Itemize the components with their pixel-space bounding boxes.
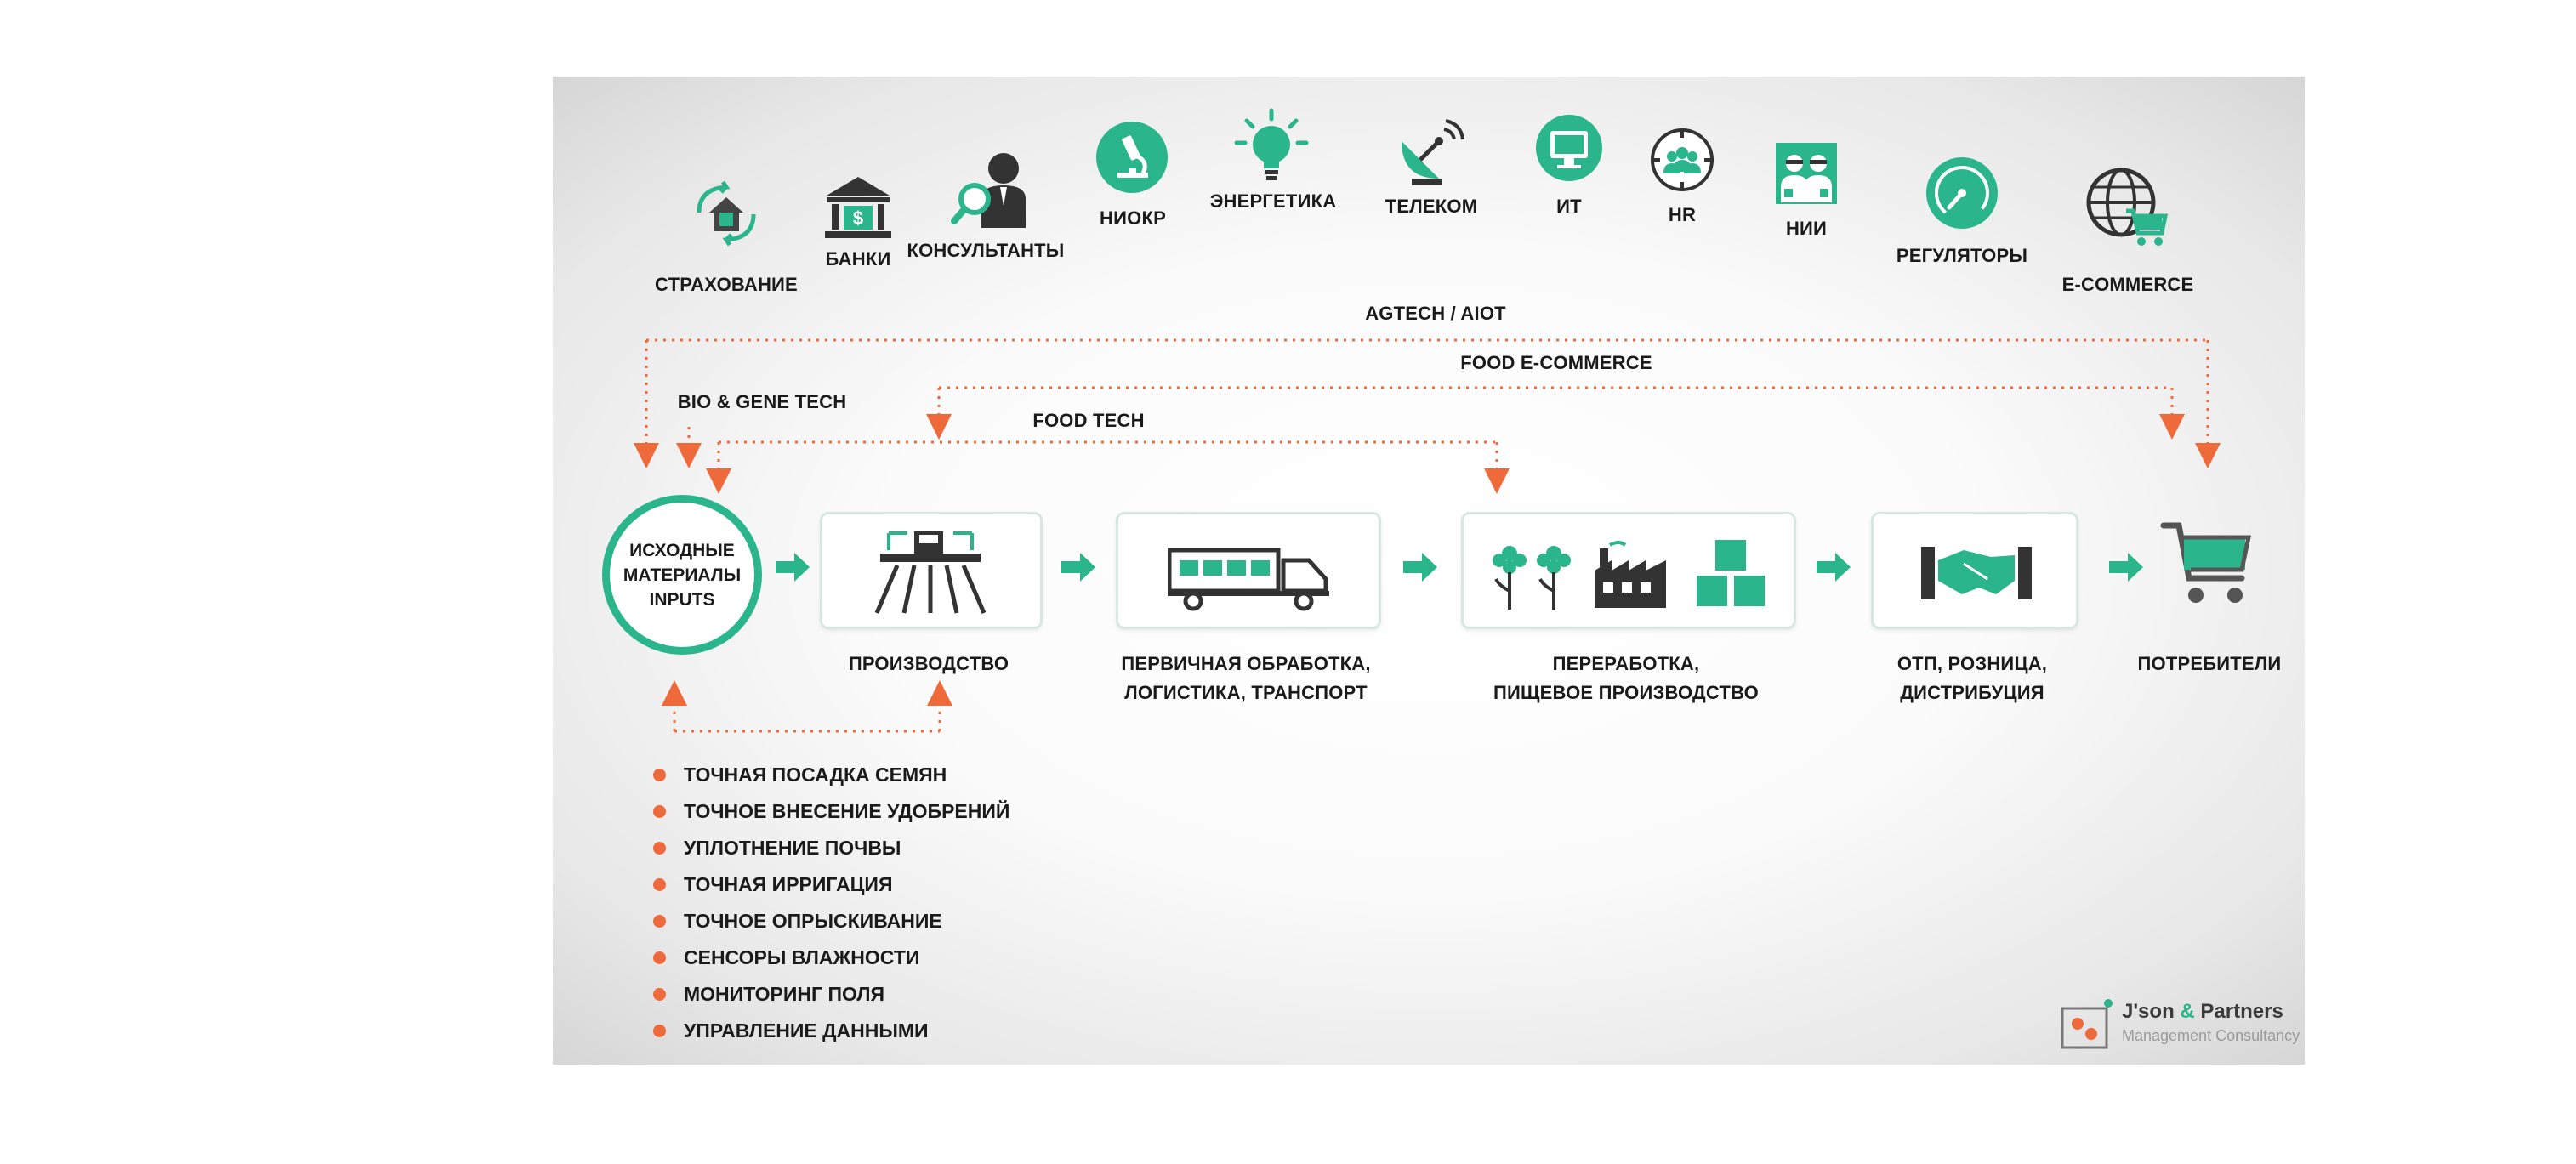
stage-label-logistics-2: логистика, транспорт [1124,682,1368,703]
logo-title: J'son & Partners [2122,1000,2283,1023]
list-item: Уплотнение почвы [653,830,1009,866]
industry-label-banks: Банки [825,248,891,270]
link-label-food-ecommerce: FOOD E-COMMERCE [1460,352,1652,373]
svg-text:$: $ [853,207,863,229]
connector-lines [634,338,2221,733]
list-item: Точная посадка семян [653,757,1009,793]
handshake-icon [1921,547,2032,599]
stage-label-logistics-1: Первичная обработка, [1121,653,1371,674]
shopping-cart-icon [2160,522,2252,603]
bank-icon: $ [822,172,895,249]
factory-icon [1595,541,1666,608]
industry-label-rnd: НИОКР [1100,207,1166,229]
logo-subtitle: Management Consultancy [2122,1027,2300,1044]
computer-icon [1535,114,1603,186]
stage-label-consumers: Потребители [2137,653,2282,674]
stage-logistics-box [1116,512,1381,629]
industry-label-institutes: НИИ [1785,218,1828,239]
stage-inputs-circle: Исходные материалы inputs [602,495,762,655]
people-icon [1650,128,1714,196]
industry-label-consultants: Консультанты [907,240,1065,261]
industry-label-ecommerce: E-commerce [2061,274,2194,295]
stage-label-retail-1: ОТП, розница, [1896,653,2048,674]
list-item: Сенсоры влажности [653,940,1009,976]
list-item: Мониторинг поля [653,976,1009,1013]
stage-label-production: Производство [848,653,1009,674]
satellite-dish-icon [1393,116,1464,191]
scientists-icon [1774,141,1839,210]
link-label-bio-gene: BIO & GENE TECH [677,391,847,412]
inputs-line-2: материалы [623,565,742,585]
stage-label-retail-2: дистрибуция [1900,682,2044,703]
microscope-icon [1095,121,1169,198]
link-label-food-tech: FOOD TECH [1032,410,1145,431]
flow-arrow-4 [1817,553,1851,582]
inputs-line-3: inputs [649,589,715,610]
list-item: Точная ирригация [653,866,1009,903]
industry-label-it: ИТ [1556,196,1582,217]
list-item: Точное внесение удобрений [653,793,1009,830]
flow-arrow-1 [776,553,810,582]
lightbulb-icon [1233,107,1310,188]
industry-label-hr: HR [1668,204,1697,225]
consultant-icon [951,146,1036,236]
industry-label-insurance: Страхование [655,274,798,295]
industry-label-regulators: Регуляторы [1896,245,2028,266]
gauge-icon [1924,155,2000,236]
boxes-icon [1697,540,1765,606]
insurance-icon [692,179,760,251]
link-label-agtech: AGTECH / AIOT [1365,303,1506,324]
flow-arrow-5 [2109,553,2143,582]
plants-icon [1493,546,1571,610]
stage-processing-box [1461,512,1796,629]
tractor-field-icon [874,531,987,614]
globe-cart-icon [2084,165,2169,254]
stage-production-box [820,512,1043,629]
logo-mark-icon [2061,999,2113,1049]
stage-label-processing-1: Переработка, [1552,653,1700,674]
stage-label-processing-2: пищевое производство [1493,682,1759,703]
truck-icon [1168,548,1329,611]
list-item: Управление данными [653,1013,1009,1049]
precision-ag-list: Точная посадка семян Точное внесение удо… [653,757,1009,1049]
company-logo: J'son & Partners Management Consultancy [2054,995,2300,1054]
diagram-panel: Страхование $ Банки Консультанты [553,77,2305,1065]
industry-label-telecom: Телеком [1385,196,1478,217]
flow-arrow-2 [1061,553,1095,582]
stage-retail-box [1871,512,2078,629]
industry-label-energy: Энергетика [1209,190,1337,212]
list-item: Точное опрыскивание [653,903,1009,940]
flow-arrow-3 [1403,553,1437,582]
inputs-line-1: Исходные [629,540,735,560]
